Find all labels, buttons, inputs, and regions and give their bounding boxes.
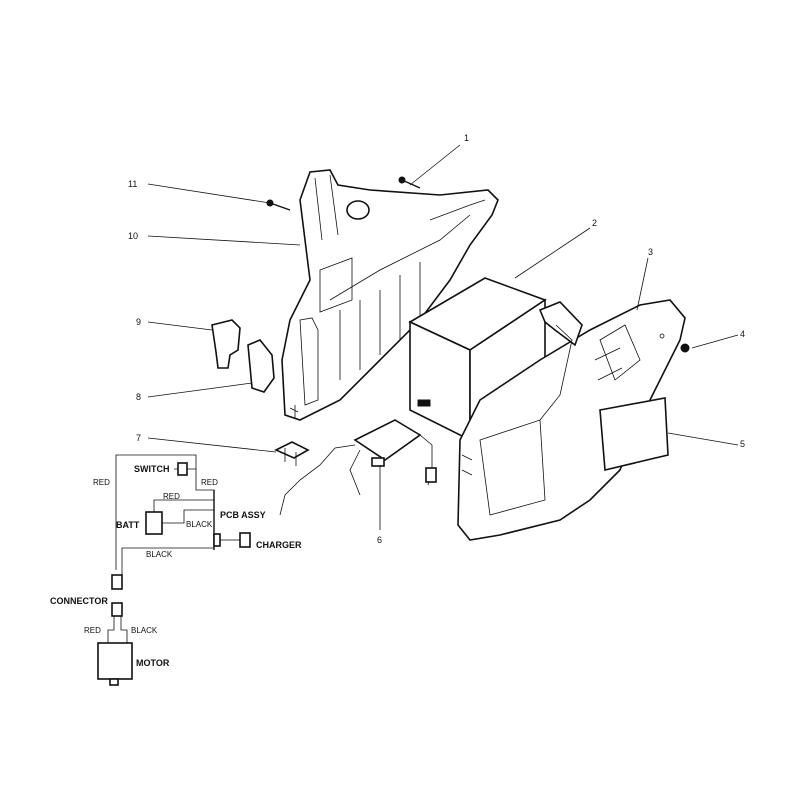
callout-6: 6 — [377, 535, 382, 545]
wire-red-switch: RED — [201, 478, 218, 487]
label-connector: CONNECTOR — [50, 596, 108, 606]
wire-black-batt: BLACK — [186, 520, 213, 529]
wire-red-batt: RED — [163, 492, 180, 501]
callout-11: 11 — [128, 179, 137, 189]
wire-black-motor: BLACK — [131, 626, 158, 635]
screw-part-1 — [398, 176, 421, 189]
callout-10: 10 — [128, 231, 138, 241]
leader-lines — [147, 144, 739, 530]
label-batt: BATT — [116, 520, 140, 530]
callout-8: 8 — [136, 392, 141, 402]
clip-part-9 — [211, 319, 241, 369]
wiring-schematic — [97, 454, 251, 686]
label-pcb-assy: PCB ASSY — [220, 510, 266, 520]
callout-4: 4 — [740, 329, 745, 339]
latch-part-8 — [247, 339, 275, 393]
label-charger: CHARGER — [256, 540, 302, 550]
screw-part-4 — [680, 343, 690, 353]
label-switch: SWITCH — [134, 464, 170, 474]
pcb-assembly-part-6 — [279, 419, 437, 516]
wire-black-bottom: BLACK — [146, 550, 173, 559]
callout-9: 9 — [136, 317, 141, 327]
screw-part-11 — [266, 199, 291, 211]
wire-red-left: RED — [93, 478, 110, 487]
left-housing-half — [281, 169, 499, 421]
callout-1: 1 — [464, 133, 469, 143]
callout-5: 5 — [740, 439, 745, 449]
label-motor: MOTOR — [136, 658, 170, 668]
right-housing-half — [457, 299, 686, 541]
wire-red-motor: RED — [84, 626, 101, 635]
callout-2: 2 — [592, 218, 597, 228]
callout-7: 7 — [136, 433, 141, 443]
callout-3: 3 — [648, 247, 653, 257]
switch-part-7 — [274, 441, 310, 466]
label-plate — [599, 397, 669, 471]
